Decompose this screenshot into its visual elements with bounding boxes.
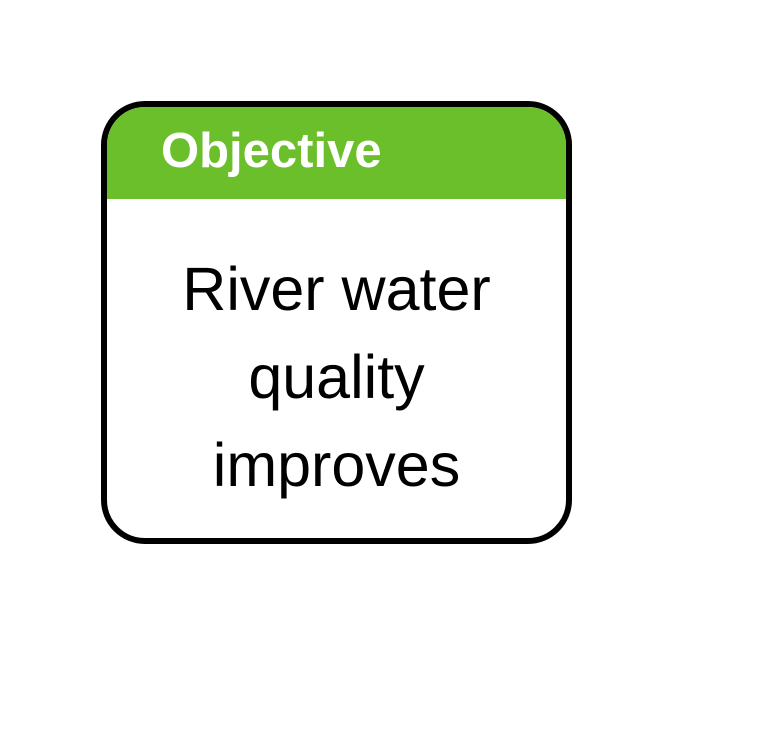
card-body: River water quality improves [107,199,566,538]
card-text-line-3: improves [212,431,461,499]
card-text-line-1: River water [182,255,491,323]
objective-card: Objective River water quality improves [101,101,572,544]
card-title: Objective [161,124,382,178]
card-text-line-2: quality [248,343,425,411]
card-header: Objective [107,107,566,199]
